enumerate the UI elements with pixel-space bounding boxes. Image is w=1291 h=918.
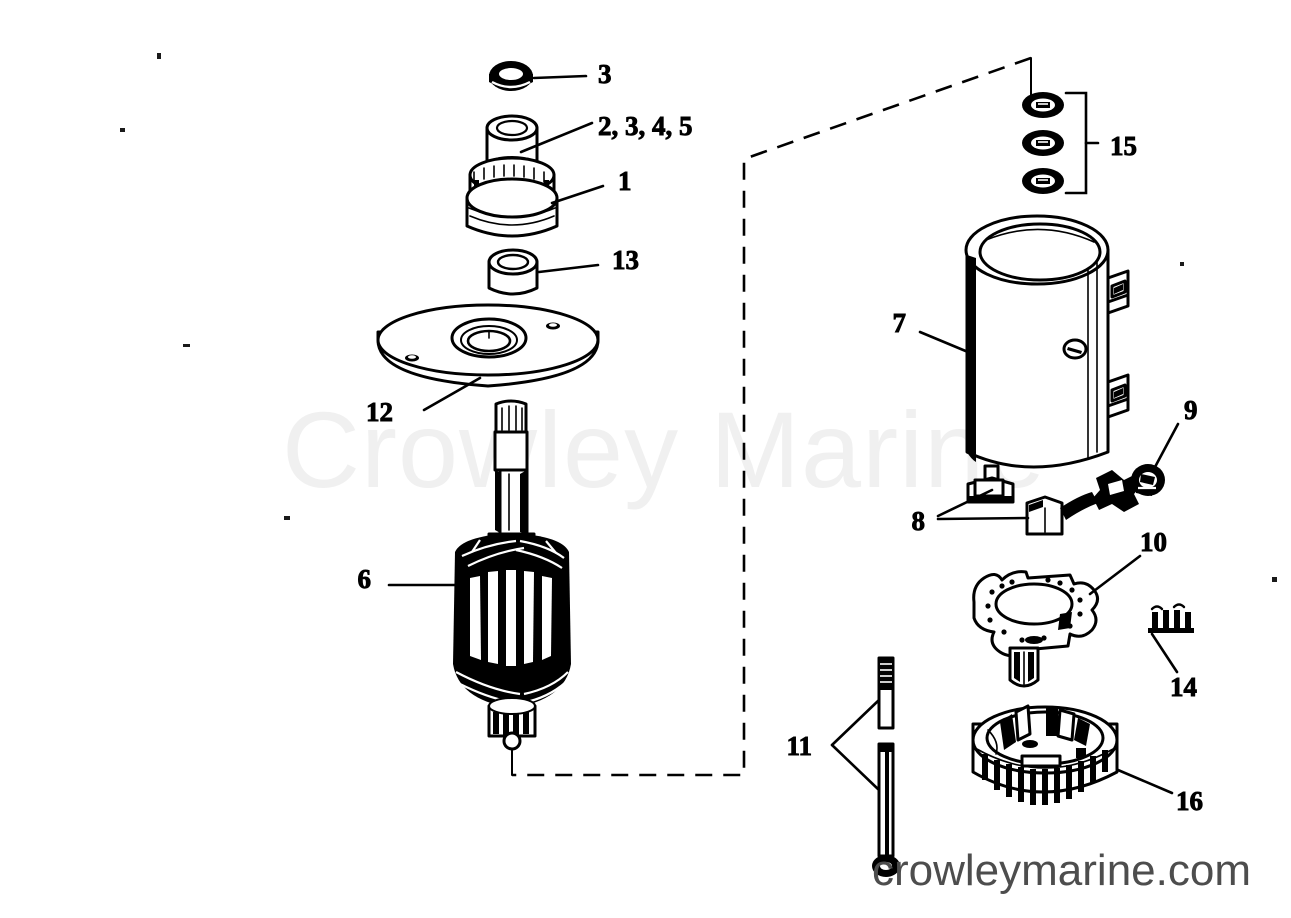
- callout-labels: 3 2, 3, 4, 5 1 13 12 6 15 7 9 8 10 14 11…: [357, 59, 1204, 817]
- callout-10[interactable]: 10: [1140, 527, 1168, 558]
- callout-15[interactable]: 15: [1110, 131, 1138, 162]
- part-pinion-stop-nut: [489, 61, 533, 91]
- part-thrust-washers: [1022, 91, 1100, 195]
- watermark-crowleymarine-url: crowleymarine.com: [872, 846, 1251, 895]
- part-starter-drive-assembly: [465, 156, 559, 238]
- thrust-washer: [1022, 130, 1064, 156]
- callout-2-3-4-5[interactable]: 2, 3, 4, 5: [598, 111, 693, 142]
- scan-artifacts: [120, 53, 1277, 582]
- frame-tab-upper: [1106, 269, 1130, 315]
- part-field-frame-and-coil: [964, 214, 1130, 488]
- callout-6[interactable]: 6: [357, 564, 372, 595]
- through-bolt-long: [872, 742, 900, 877]
- callout-14[interactable]: 14: [1170, 672, 1198, 703]
- part-through-bolts: [830, 656, 900, 877]
- callout-1[interactable]: 1: [618, 166, 632, 197]
- pole-shoe-screw: [1062, 338, 1088, 360]
- callout-13[interactable]: 13: [612, 245, 640, 276]
- part-drive-end-spacer: [487, 248, 539, 296]
- through-bolt-short: [877, 656, 895, 730]
- leader-lines: [387, 74, 1180, 795]
- part-commutator-end-cap: [971, 704, 1119, 805]
- part-armature: [453, 399, 571, 751]
- frame-tab-lower: [1106, 373, 1130, 419]
- part-brush-and-terminal-set: [966, 470, 1152, 536]
- callout-7[interactable]: 7: [892, 308, 907, 339]
- callout-11[interactable]: 11: [786, 731, 812, 762]
- part-brush-holder-plate: [972, 570, 1099, 688]
- brush-block-right: [1025, 495, 1064, 536]
- callout-16[interactable]: 16: [1176, 786, 1204, 817]
- callout-3-top[interactable]: 3: [598, 59, 612, 90]
- part-brush-spring: [1148, 603, 1194, 633]
- callout-8[interactable]: 8: [911, 506, 926, 537]
- part-drive-end-housing: [376, 303, 600, 388]
- callout-12[interactable]: 12: [366, 397, 394, 428]
- part-terminal-nut: [1131, 464, 1165, 496]
- thrust-washer: [1022, 92, 1064, 118]
- thrust-washer: [1022, 168, 1064, 194]
- callout-9[interactable]: 9: [1184, 395, 1198, 426]
- watermark-crowley-marine: Crowley Marine: [282, 389, 1046, 510]
